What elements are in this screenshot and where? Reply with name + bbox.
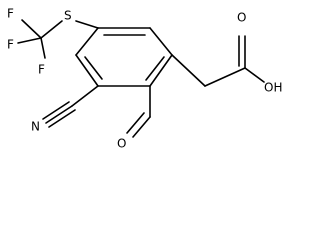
bond-cf3-f-top <box>21 19 42 39</box>
atom-label-carbonyl-oxygen: O <box>237 11 246 25</box>
bond-cf3-f-bottom <box>40 37 46 59</box>
bond-ring-c5-c6-inner <box>84 56 103 80</box>
bond-cho-c-o <box>132 116 151 138</box>
bond-ring-c5-c6 <box>75 54 99 87</box>
bond-ring-c3-c4 <box>149 54 173 87</box>
bond-ring-c2-c3 <box>149 27 173 56</box>
atom-label-fluorine-bottom: F <box>38 63 45 77</box>
atom-labels: F F F S N O O OH <box>7 7 282 151</box>
bond-cf3-s <box>40 20 63 39</box>
bonds <box>17 19 265 138</box>
molecule-diagram: F F F S N O O OH <box>7 7 282 151</box>
bond-ch2-cooh <box>204 67 246 87</box>
atom-label-hydroxyl: OH <box>264 81 282 95</box>
bond-ring-c6-c1 <box>75 27 99 56</box>
bond-ring-ch2 <box>171 54 206 87</box>
atom-label-aldehyde-oxygen: O <box>117 137 126 151</box>
atom-label-fluorine-left: F <box>7 38 14 52</box>
bond-s-ring <box>75 20 99 29</box>
atom-label-fluorine-top: F <box>7 7 14 21</box>
atom-label-sulfur: S <box>64 9 72 23</box>
bond-cn-triple-3 <box>48 109 76 128</box>
bond-cho-c-o-double <box>126 112 145 134</box>
bond-cn-triple-2 <box>42 101 70 120</box>
chemical-structure-canvas: F F F S N O O OH <box>7 6 283 151</box>
bond-ring-c3-c4-inner <box>145 56 165 81</box>
bond-ring-cn <box>71 85 99 107</box>
bond-cn-triple-1 <box>45 105 73 124</box>
atom-label-nitrile-nitrogen: N <box>31 120 40 134</box>
bond-cooh-oh <box>244 67 265 83</box>
bond-cf3-f-left <box>17 37 42 44</box>
